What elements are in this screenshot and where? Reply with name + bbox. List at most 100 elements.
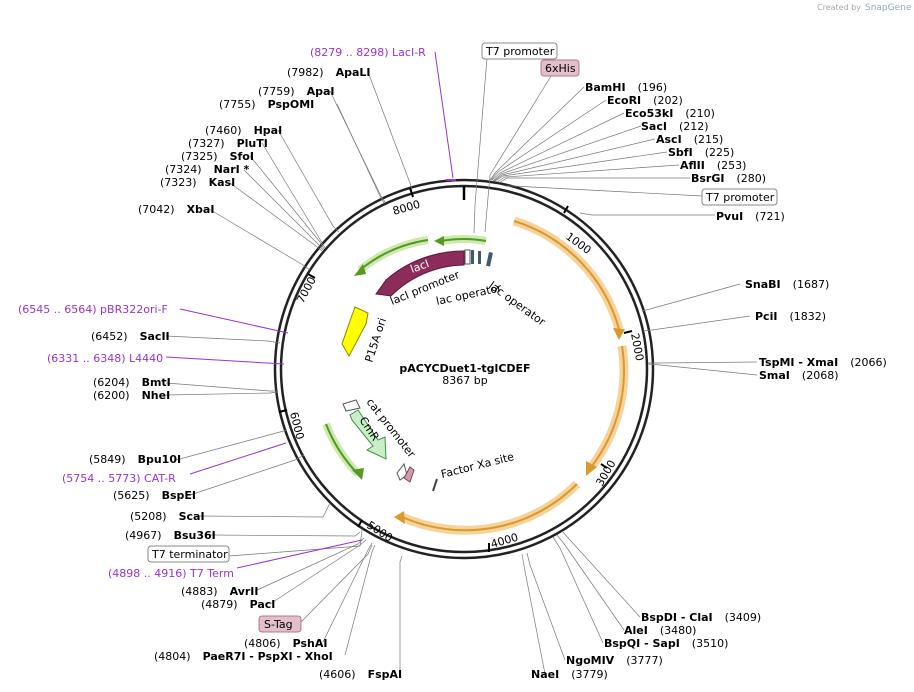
site-label: (4806)PshAI: [244, 637, 327, 650]
site-label: (4967) Bsu36I: [125, 529, 216, 542]
orf-orange-1: [512, 216, 625, 340]
orf-orange-3: [394, 480, 581, 535]
laci-feature: lacI: [375, 250, 465, 297]
site-position: (5849): [89, 453, 126, 466]
leader-line: [243, 169, 324, 251]
site-name: PspOMI: [268, 98, 315, 111]
boxed-feature-6xhis: 6xHis: [540, 59, 580, 77]
site-label: (7759)ApaI: [258, 85, 334, 98]
site-label: (5208)ScaI: [130, 510, 205, 523]
site-label: SbfI (225): [668, 146, 734, 159]
primer-leader-lines: [165, 51, 456, 569]
site-position: (4804): [154, 650, 191, 663]
leader-line: [484, 67, 557, 233]
site-name: SacII: [140, 330, 170, 343]
site-name: NaeI: [531, 668, 559, 681]
site-position: (7324): [165, 163, 202, 176]
site-label: (6452) SacII: [91, 330, 170, 343]
site-name: Bsu36I: [174, 529, 216, 542]
site-position: (7327): [188, 137, 225, 150]
primer-leader: [434, 51, 454, 179]
lac-operator-marker: [471, 250, 474, 264]
tick-label: 5000: [364, 519, 395, 545]
boxed-feature-t7-promoter-right: T7 promoter: [701, 188, 778, 206]
boxed-feature-frame: [701, 188, 778, 206]
plasmid-length: 8367 bp: [442, 374, 487, 387]
site-position: (6452): [91, 330, 128, 343]
site-position: (210): [685, 107, 715, 120]
site-name: AflII: [680, 159, 705, 172]
site-name: KasI: [209, 176, 236, 189]
snapgene-logo: SnapGene: [865, 3, 912, 13]
site-name: SbfI: [668, 146, 693, 159]
site-position: (225): [705, 146, 735, 159]
leader-line: [498, 177, 690, 184]
backbone: [273, 178, 655, 560]
site-label: NgoMIV (3777): [566, 654, 663, 667]
site-name: BspQI - SapI: [604, 637, 680, 650]
tick-label: 8000: [391, 198, 421, 218]
leader-line: [208, 208, 311, 271]
site-label: (7323) KasI: [160, 176, 235, 189]
primer-leader: [189, 442, 287, 475]
site-name: BspDI - ClaI: [641, 611, 713, 624]
site-name: BspEI: [162, 489, 196, 502]
site-label: (7327) PluTI: [188, 137, 268, 150]
orf-green-top: [434, 235, 487, 246]
plasmid-name: pACYCDuet1-tglCDEF: [399, 362, 530, 375]
tick-mark: [563, 205, 569, 214]
site-name: ApaI: [307, 85, 335, 98]
site-name: PluTI: [237, 137, 268, 150]
site-position: (3777): [626, 654, 663, 667]
boxed-feature-t7-terminator: T7 terminator: [147, 545, 230, 563]
tick-label: 2000: [628, 332, 646, 362]
leader-line: [556, 534, 625, 631]
cat-promoter-marker: [342, 399, 361, 412]
site-position: (5625): [113, 489, 150, 502]
leader-line: [165, 335, 281, 344]
site-label: NaeI(3779): [531, 668, 608, 681]
boxed-feature-frame: [481, 42, 558, 60]
leader-line: [490, 99, 607, 181]
orf-orange-2: [586, 345, 629, 476]
leader-line: [367, 71, 413, 191]
site-position: (7323): [160, 176, 197, 189]
site-position: (1832): [789, 310, 826, 323]
site-position: (1687): [793, 278, 830, 291]
site-position: (253): [717, 159, 747, 172]
orf-green-left-line: [359, 239, 429, 271]
site-name: BsrGI: [691, 172, 724, 185]
tick-mark: [623, 330, 633, 334]
site-position: (212): [679, 120, 709, 133]
site-position: (4879): [201, 598, 238, 611]
site-name: NgoMIV: [566, 654, 615, 667]
orf-orange-3-glow: [400, 480, 581, 535]
site-label: (7982)ApaLI: [287, 66, 371, 79]
leader-line: [496, 164, 680, 183]
credit-prefix: Created by: [817, 3, 861, 12]
site-position: (196): [638, 81, 668, 94]
site-name: AleI: [624, 624, 648, 637]
orf-green-left: [354, 236, 429, 276]
site-name: PciI: [755, 310, 777, 323]
leader-line: [165, 382, 278, 392]
primer-label: (8279 .. 8298) LacI-R: [310, 46, 426, 59]
s-tag-marker: [403, 466, 415, 483]
p15a-ori-arrow: [341, 306, 369, 358]
boxed-feature-label: T7 promoter: [485, 45, 555, 58]
site-position: (4967): [125, 529, 162, 542]
boxed-feature-label: S-Tag: [264, 618, 293, 631]
site-position: (215): [694, 133, 724, 146]
site-label: PvuI(721): [716, 210, 785, 223]
site-label: BamHI(196): [585, 81, 667, 94]
primer-leader: [236, 539, 363, 569]
site-label: (6200)NheI: [93, 389, 170, 402]
leader-line: [521, 553, 546, 675]
leader-line: [491, 112, 625, 181]
orf-green-top-arrowhead: [434, 236, 444, 246]
site-name: SfoI: [230, 150, 254, 163]
boxed-feature-t7-promoter-top: T7 promoter: [481, 42, 558, 60]
site-position: (2066): [850, 356, 887, 369]
primer-label: (5754 .. 5773) CAT-R: [62, 472, 176, 485]
leader-line: [277, 129, 340, 233]
